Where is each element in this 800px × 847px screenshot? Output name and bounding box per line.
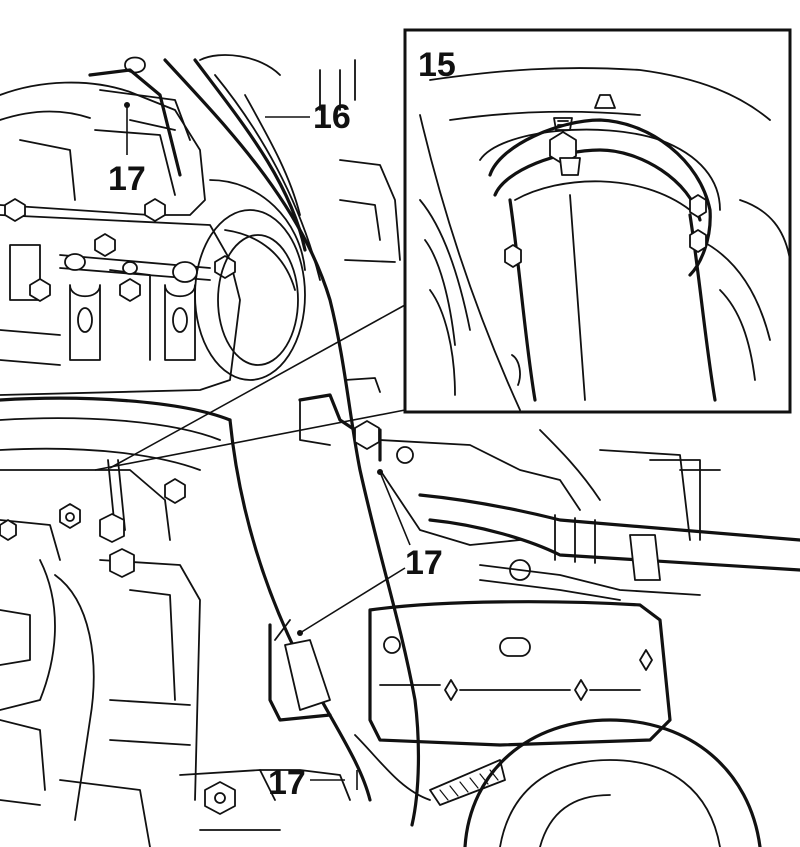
callout-16: 16 — [313, 98, 351, 136]
leader-lines — [124, 102, 411, 790]
right-bracket — [298, 377, 581, 546]
fuel-pipe — [418, 493, 800, 601]
coolant-hose — [163, 58, 506, 827]
callout-15: 15 — [418, 46, 456, 84]
mounting-plate — [368, 600, 672, 747]
top-bracket — [88, 56, 191, 177]
background-structure — [199, 54, 721, 541]
callout-17-right: 17 — [405, 544, 443, 582]
linkage-rod — [59, 253, 211, 283]
callout-17-top: 17 — [108, 160, 146, 198]
hose-bracket — [268, 619, 332, 722]
pulley — [463, 718, 762, 847]
stud-bolt — [99, 459, 135, 578]
bottom-bolt — [179, 769, 351, 831]
callout-17-bottom: 17 — [268, 764, 306, 802]
inset-detail — [403, 28, 792, 414]
zoom-lines — [94, 304, 406, 471]
bolt-group — [0, 198, 236, 541]
